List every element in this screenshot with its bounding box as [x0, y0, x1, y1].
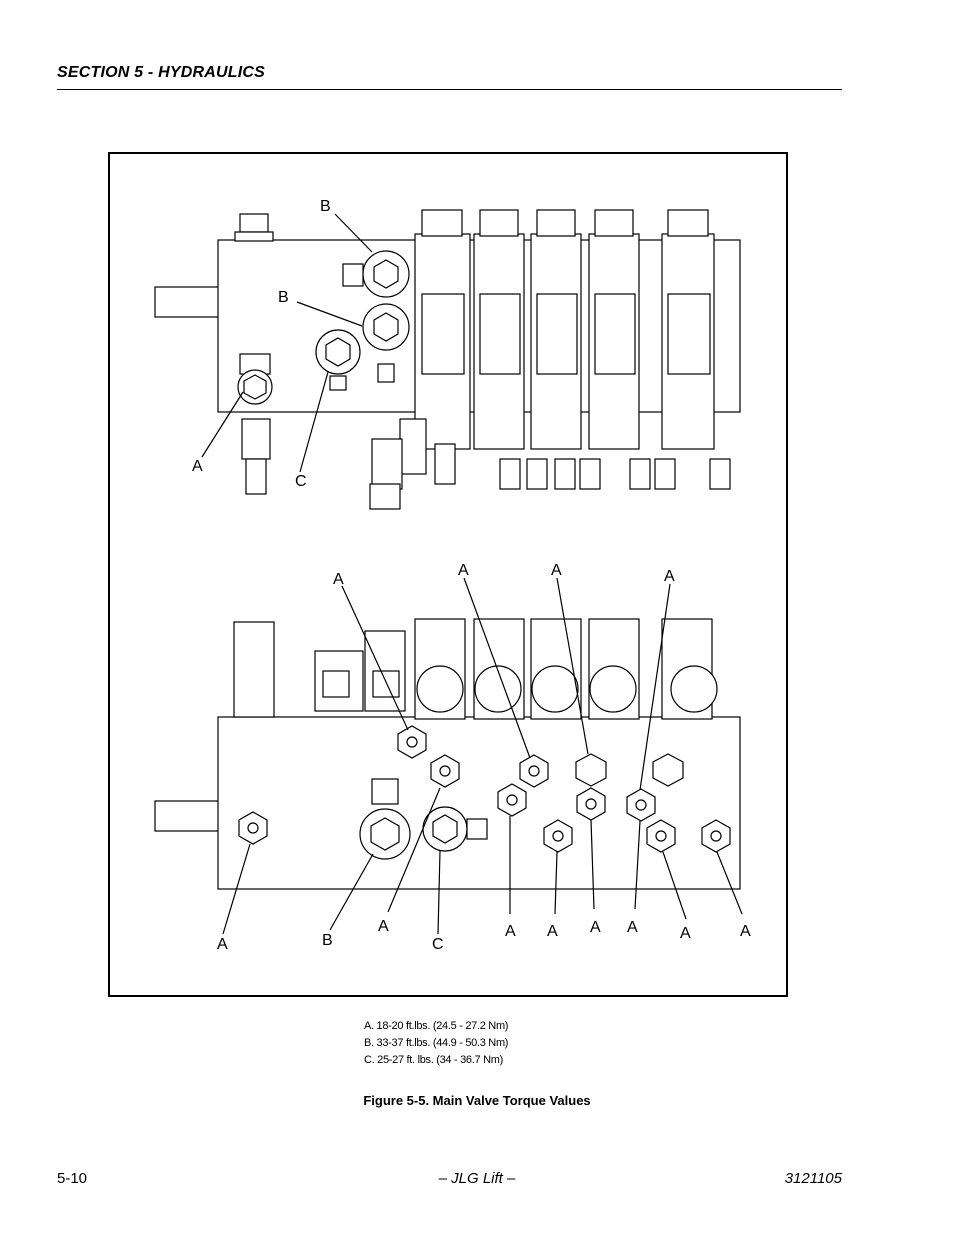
valve-diagram-frame: B B A C: [108, 152, 788, 997]
callout-label: A: [627, 919, 638, 936]
footer-publisher: – JLG Lift –: [438, 1170, 516, 1187]
section-title: SECTION 5 - HYDRAULICS: [57, 64, 265, 81]
figure-caption: Figure 5-5. Main Valve Torque Values: [363, 1093, 591, 1108]
legend-item-a: A. 18-20 ft.lbs. (24.5 - 27.2 Nm): [364, 1020, 509, 1032]
callout-label: A: [505, 923, 516, 940]
callout-label: A: [551, 562, 562, 579]
legend-item-b: B. 33-37 ft.lbs. (44.9 - 50.3 Nm): [364, 1037, 509, 1049]
callout-label: B: [278, 289, 289, 306]
callout-label: A: [333, 571, 344, 588]
callout-label: A: [458, 562, 469, 579]
spool-ends: [414, 618, 718, 720]
callout-label: B: [320, 198, 331, 215]
header-rule: [57, 89, 842, 90]
document-number: 3121105: [784, 1170, 842, 1187]
callout-label: A: [217, 936, 228, 953]
callout-label: A: [192, 458, 203, 475]
callout-label: A: [664, 568, 675, 585]
callout-label: A: [590, 919, 601, 936]
torque-legend: A. 18-20 ft.lbs. (24.5 - 27.2 Nm) B. 33-…: [364, 1018, 508, 1069]
callout-label: A: [547, 923, 558, 940]
callout-label: A: [378, 918, 389, 935]
callout-label: A: [680, 925, 691, 942]
callout-label: A: [740, 923, 751, 940]
legend-item-c: C. 25-27 ft. lbs. (34 - 36.7 Nm): [364, 1054, 503, 1066]
page-number: 5-10: [57, 1170, 88, 1187]
bottom-valve-view: A A A A A B A C A A A A A A: [154, 562, 751, 953]
top-valve-view: B B A C: [154, 198, 741, 510]
spool-stacks: [414, 209, 715, 450]
callout-label: B: [322, 932, 333, 949]
valve-diagram: B B A C: [154, 198, 751, 953]
callout-label: C: [432, 936, 444, 953]
nut-fittings: [238, 725, 731, 853]
callout-label: C: [295, 473, 307, 490]
bottom-fittings: [369, 418, 731, 510]
